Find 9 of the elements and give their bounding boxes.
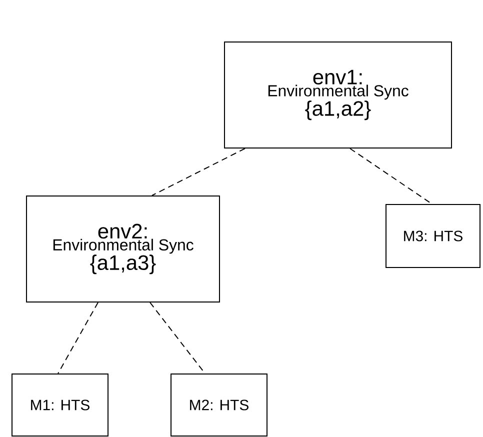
module-box: M3: HTS <box>386 204 480 268</box>
process-box: env2: Environmental Sync {a1,a3} <box>26 196 220 302</box>
process-box: env1: Environmental Sync {a1,a2} <box>224 42 452 148</box>
connector-line <box>152 148 246 196</box>
connector-line <box>150 302 206 374</box>
connector-line <box>58 302 98 374</box>
module-box: M1: HTS <box>12 374 108 436</box>
module-box: M2: HTS <box>170 374 268 436</box>
connector-line <box>350 148 432 204</box>
